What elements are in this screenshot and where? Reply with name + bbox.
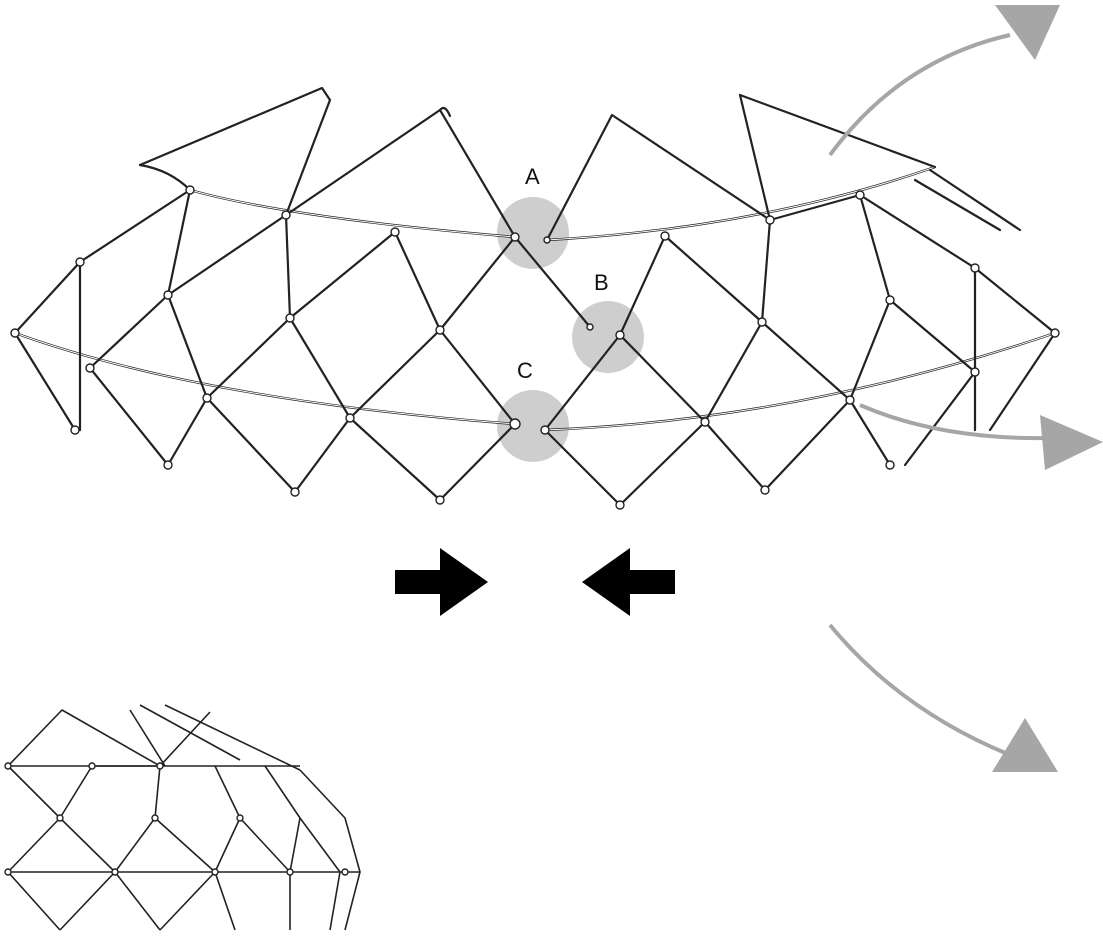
curved-arrow-icon-top [828, 5, 1060, 157]
folded-frame-side-view [4, 704, 361, 931]
callout-label-b: B [594, 270, 609, 295]
callout-circle-b [572, 301, 644, 373]
curved-arrow-icon-bottom [828, 623, 1058, 772]
dome-frame [10, 86, 1060, 510]
callout-label-a: A [525, 164, 540, 189]
callout-circle-a [497, 197, 569, 269]
push-right-arrow-icon [395, 548, 488, 616]
curved-arrow-icon-middle [859, 403, 1103, 470]
callout-circle-c [497, 390, 569, 462]
push-left-arrow-icon [582, 548, 675, 616]
callout-label-c: C [517, 358, 533, 383]
